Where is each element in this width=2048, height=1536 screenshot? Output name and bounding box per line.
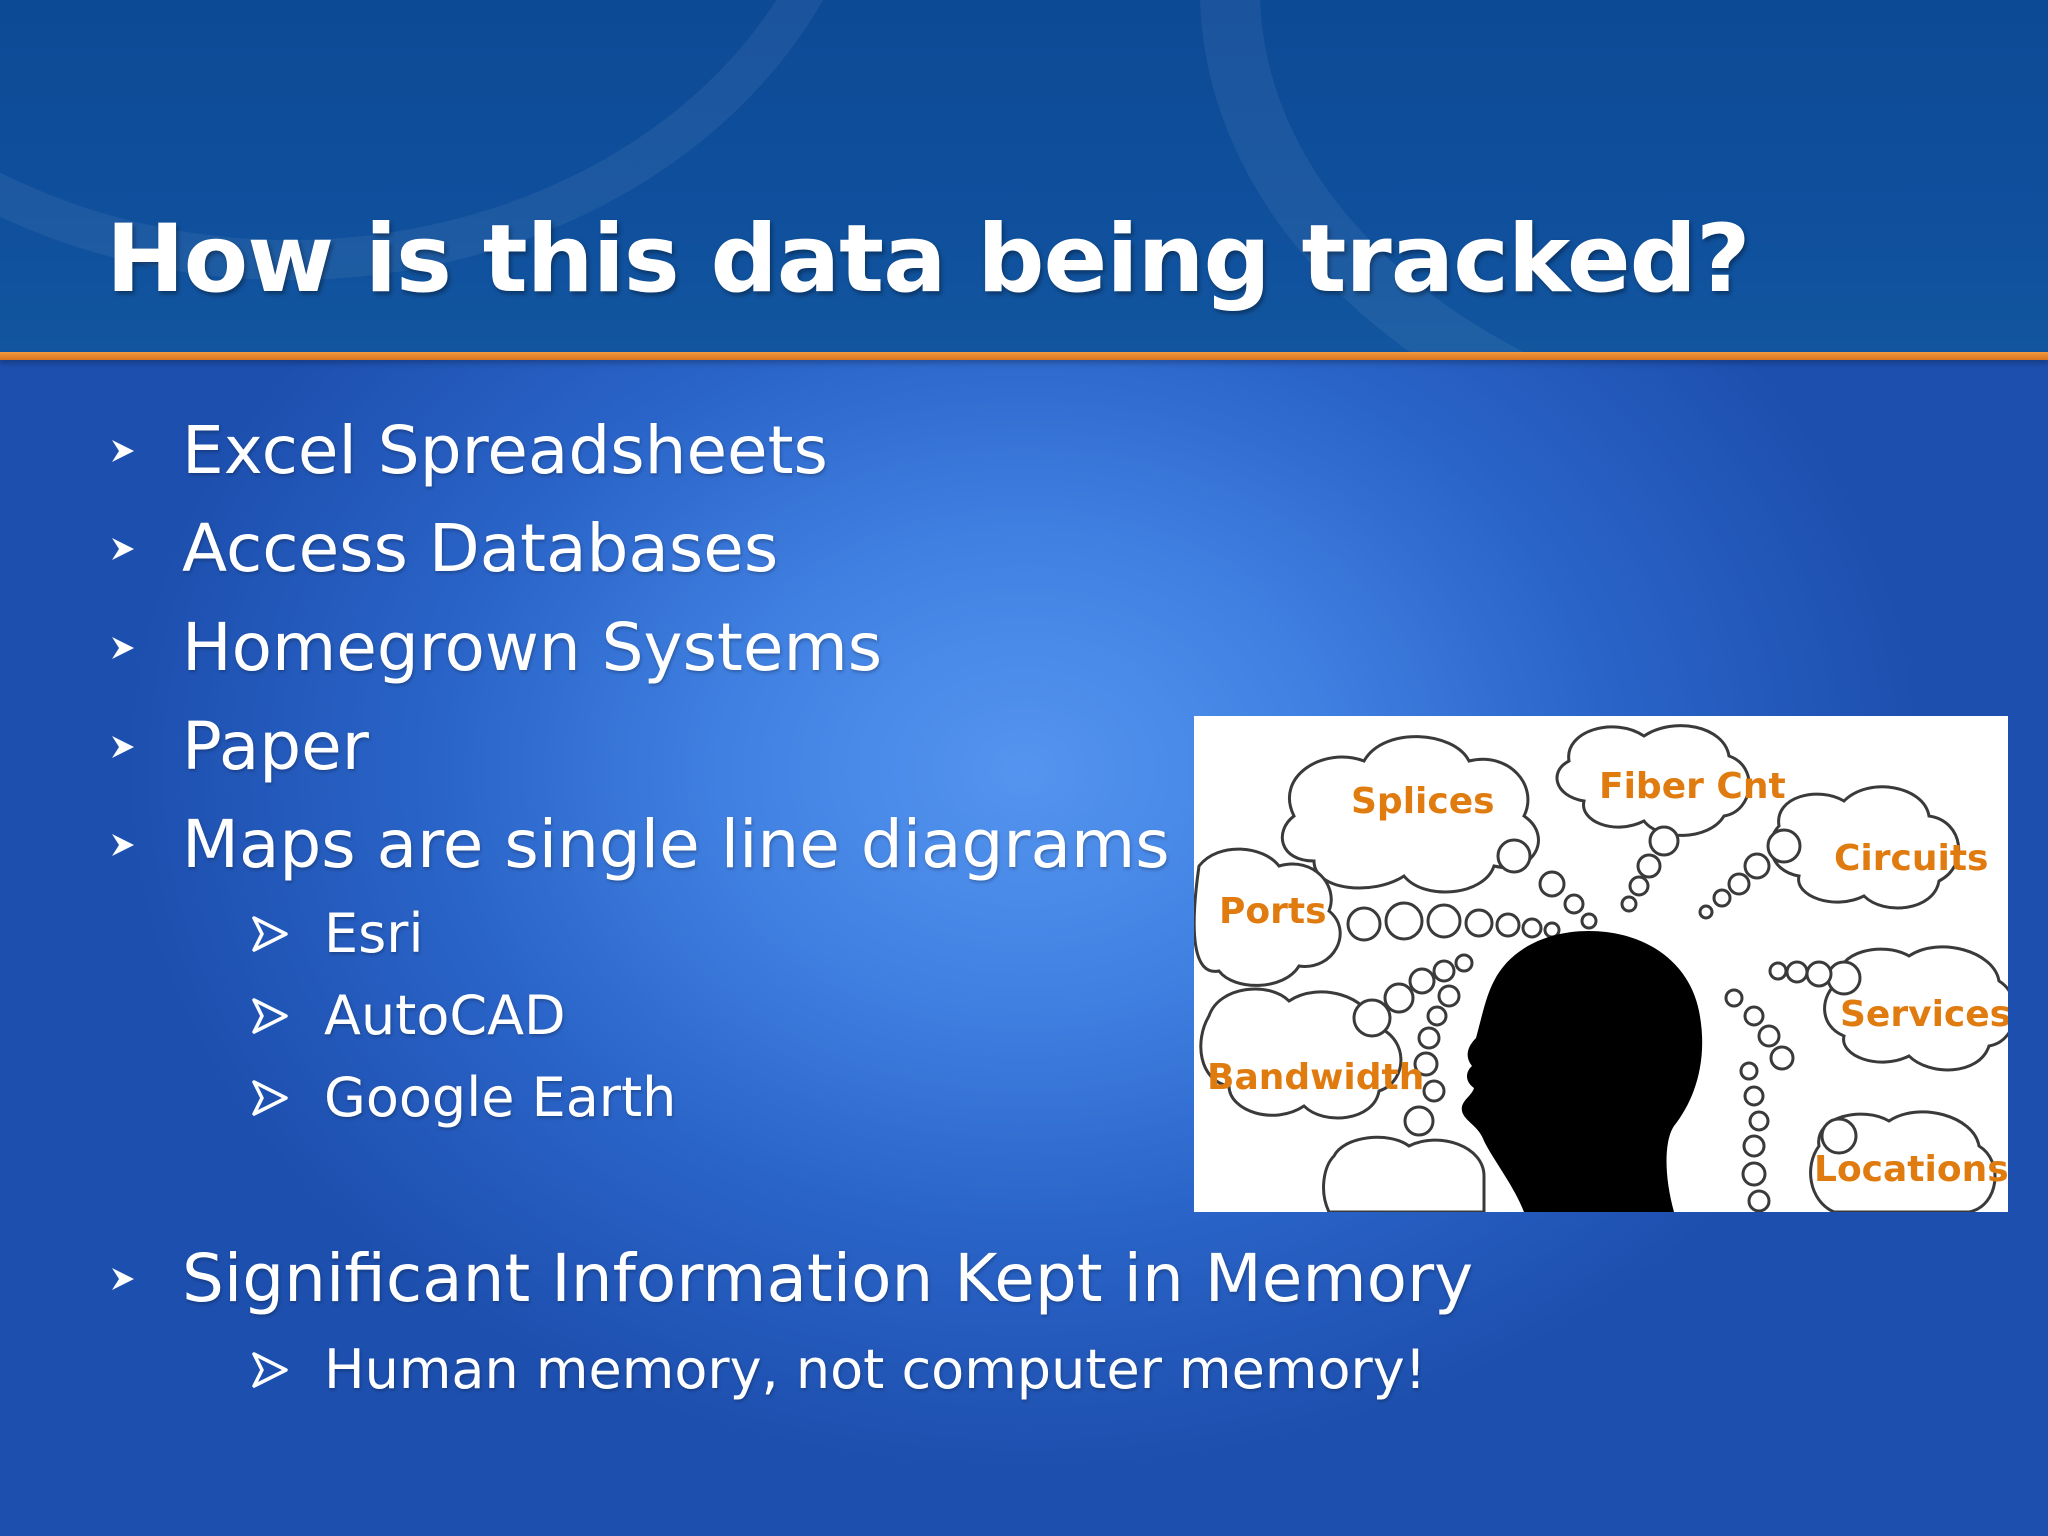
sub-bullet-text: AutoCAD — [324, 984, 566, 1047]
bullet-item: Excel Spreadsheets — [106, 412, 828, 489]
arrow-bullet-icon — [252, 1079, 288, 1116]
arrow-bullet-icon — [252, 915, 288, 952]
head-silhouette — [1461, 931, 1703, 1212]
cloud-shape — [1555, 724, 1751, 837]
bullet-item: Significant Information Kept in Memory — [106, 1240, 1473, 1317]
sub-bullet-item: AutoCAD — [250, 984, 566, 1047]
label-services: Services — [1840, 994, 2008, 1035]
thought-bubbles-image: Splices Fiber Cnt Circuits Ports Service… — [1194, 724, 2008, 1212]
sub-bullet-text: Human memory, not computer memory! — [324, 1338, 1427, 1401]
title-band — [0, 0, 2048, 352]
label-bandwidth: Bandwidth — [1207, 1057, 1424, 1098]
bullet-item: Paper — [106, 708, 369, 785]
arrow-bullet-icon — [112, 636, 134, 659]
arrow-bullet-icon — [112, 833, 134, 856]
label-ports: Ports — [1219, 891, 1327, 932]
cloud-shape — [1322, 1135, 1486, 1212]
sub-bullet-item: Human memory, not computer memory! — [250, 1338, 1426, 1401]
arrow-bullet-icon — [112, 439, 134, 462]
bullet-item: Maps are single line diagrams — [106, 806, 1170, 883]
label-locations: Locations — [1814, 1149, 2008, 1190]
arrow-bullet-icon — [252, 997, 288, 1034]
sub-bullet-text: Google Earth — [324, 1066, 677, 1129]
label-circuits: Circuits — [1834, 838, 1988, 879]
arrow-bullet-icon — [112, 735, 134, 758]
bullet-text: Excel Spreadsheets — [182, 412, 828, 489]
bullet-text: Maps are single line diagrams — [182, 806, 1170, 883]
title-divider — [0, 352, 2048, 360]
bullet-text: Homegrown Systems — [182, 609, 883, 686]
label-splices: Splices — [1351, 781, 1495, 822]
label-fiber-cnt: Fiber Cnt — [1599, 766, 1786, 807]
bullet-item: Access Databases — [106, 510, 778, 587]
cloud-shape — [1823, 945, 2008, 1072]
bullet-item: Homegrown Systems — [106, 609, 882, 686]
slide-title: How is this data being tracked? — [106, 205, 1750, 314]
thought-bubble-illustration: Splices Fiber Cnt Circuits Ports Service… — [1194, 716, 2008, 1212]
sub-bullet-item: Esri — [250, 902, 423, 965]
sub-bullet-item: Google Earth — [250, 1066, 676, 1129]
bullet-text: Paper — [182, 708, 369, 785]
bullet-text: Significant Information Kept in Memory — [182, 1240, 1474, 1317]
arrow-bullet-icon — [252, 1351, 288, 1388]
sub-bullet-text: Esri — [324, 902, 424, 965]
cloud-shape — [1199, 987, 1403, 1120]
arrow-bullet-icon — [112, 537, 134, 560]
cloud-shape — [1769, 785, 1961, 910]
cloud-shape — [1194, 847, 1342, 987]
bullet-text: Access Databases — [182, 510, 779, 587]
arrow-bullet-icon — [112, 1267, 134, 1290]
